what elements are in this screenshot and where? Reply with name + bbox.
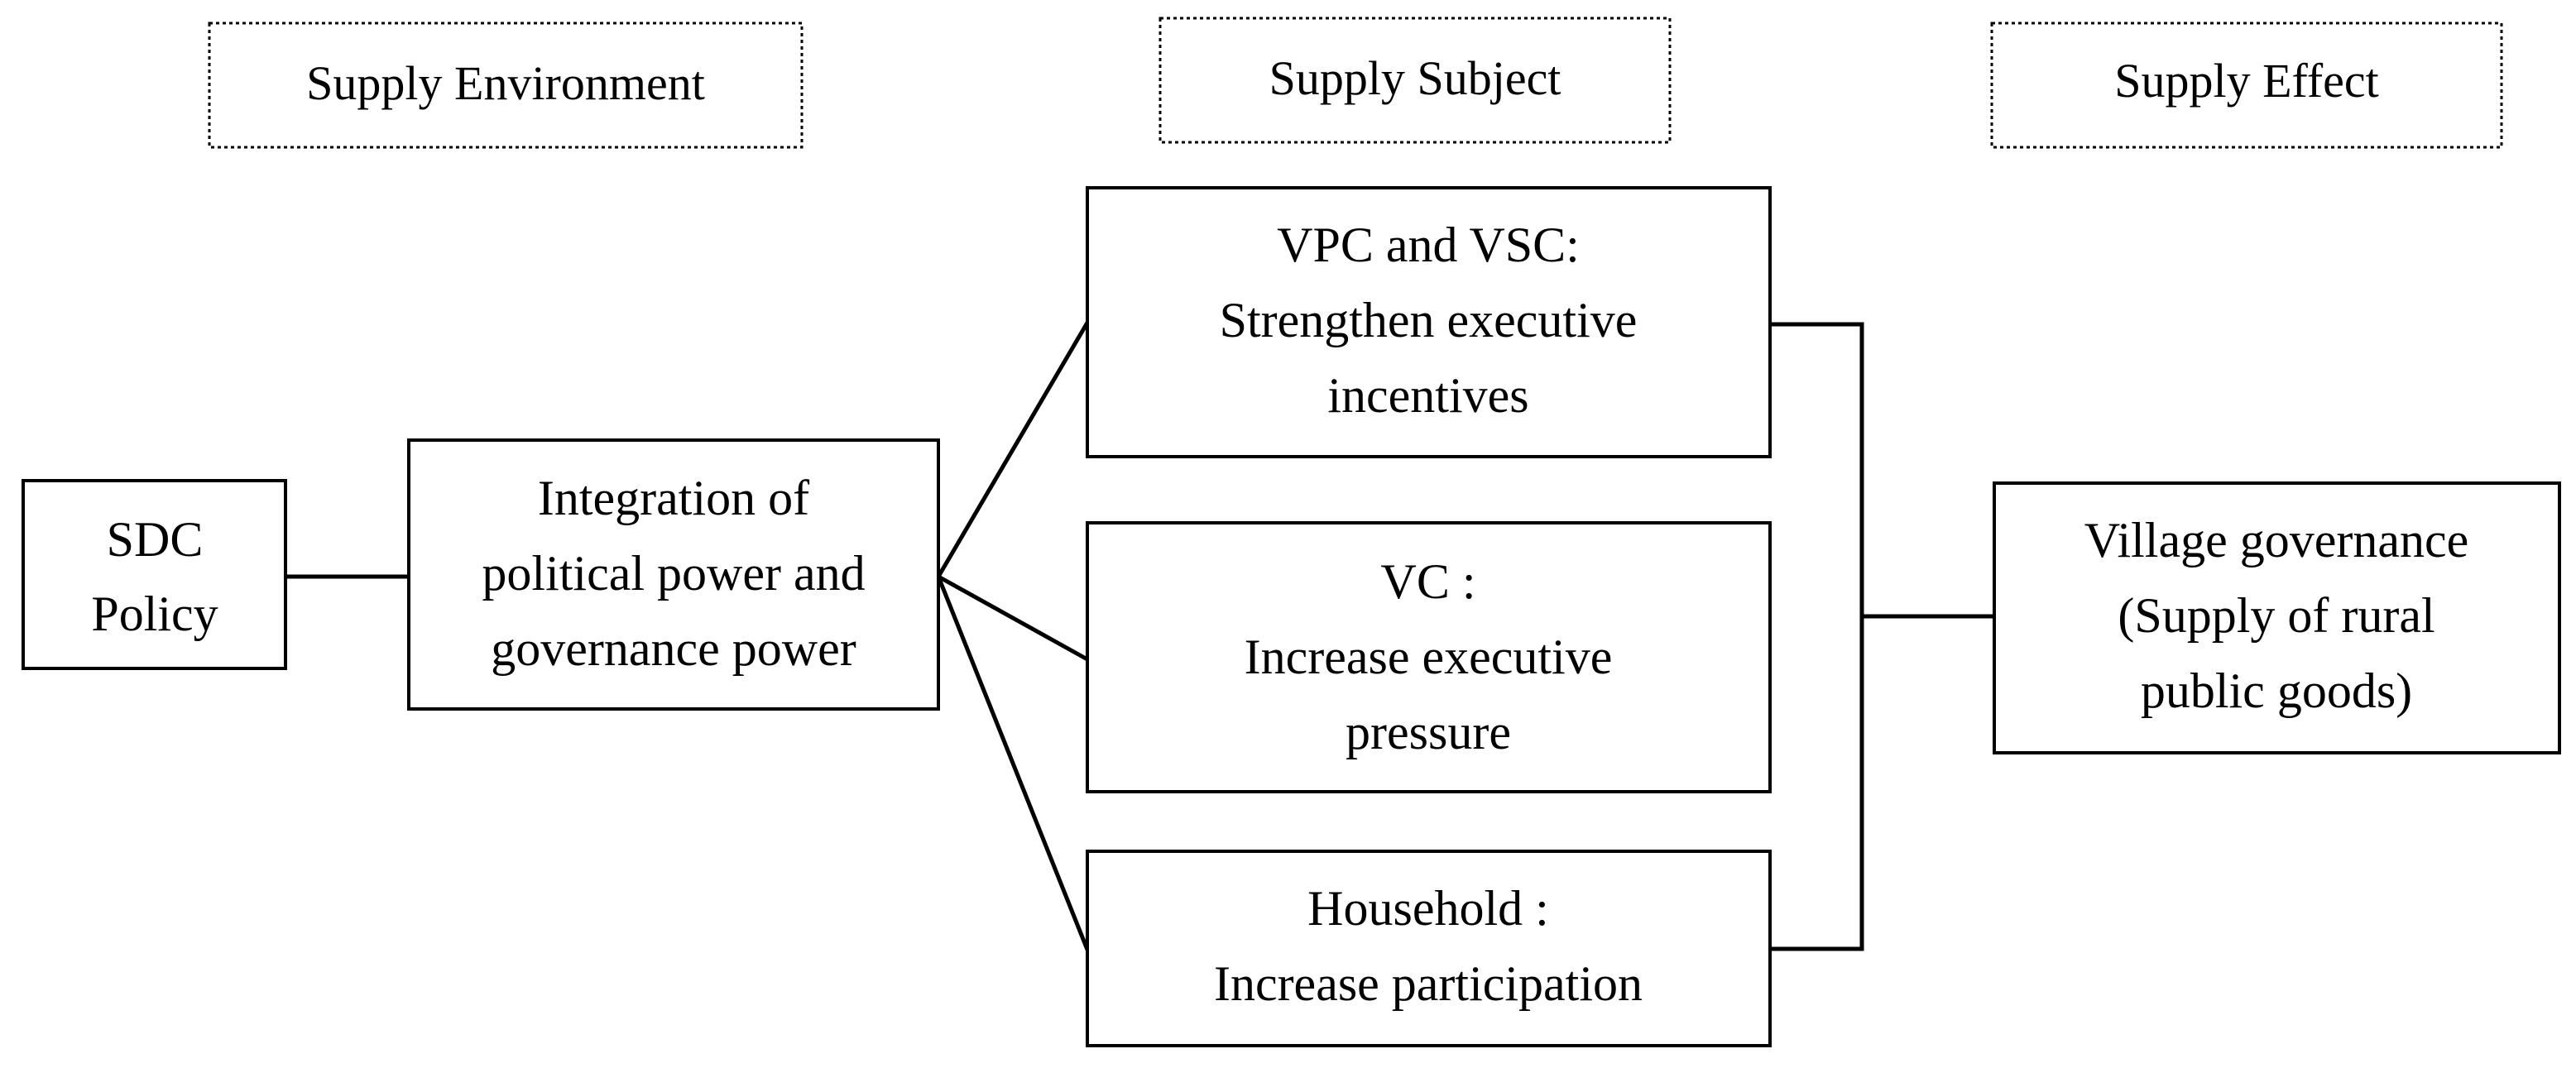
connector-integration-vc <box>937 574 1089 662</box>
header-label: Supply Subject <box>1269 51 1561 105</box>
header-supply-environment: Supply Environment <box>208 22 804 149</box>
box-sdc-policy: SDC Policy <box>22 479 287 670</box>
box-line: Integration of <box>538 471 809 525</box>
connectors <box>285 321 1994 951</box>
box-line: incentives <box>1327 368 1528 423</box>
header-supply-effect: Supply Effect <box>1990 22 2503 149</box>
box-line: Policy <box>91 587 218 641</box>
box-line: Household : <box>1307 881 1549 936</box>
box-line: Increase executive <box>1245 630 1613 684</box>
box-vpc-vsc: VPC and VSC: Strengthen executive incent… <box>1086 186 1772 458</box>
box-line: public goods) <box>2141 663 2412 718</box>
box-line: governance power <box>491 621 856 676</box>
box-line: Increase participation <box>1214 956 1643 1011</box>
header-label: Supply Effect <box>2114 54 2378 108</box>
box-line: pressure <box>1346 705 1511 759</box>
header-label: Supply Environment <box>306 56 705 110</box>
header-supply-subject: Supply Subject <box>1158 17 1672 144</box>
box-line: political power and <box>482 546 865 601</box>
box-line: SDC <box>107 512 204 567</box>
box-line: VPC and VSC: <box>1277 218 1580 272</box>
box-line: (Supply of rural <box>2118 588 2434 643</box>
box-line: Strengthen executive <box>1220 293 1638 347</box>
box-line: Village governance <box>2084 513 2469 568</box>
connector-household-bracket <box>1770 616 1864 951</box>
connector-integration-vpc <box>936 321 1090 578</box>
box-integration: Integration of political power and gover… <box>407 438 940 711</box>
box-village-governance: Village governance (Supply of rural publ… <box>1993 481 2561 754</box>
connector-vpc-bracket <box>1770 322 1864 616</box>
box-vc: VC : Increase executive pressure <box>1086 521 1772 793</box>
connector-integration-household <box>936 576 1090 951</box>
box-line: VC : <box>1380 554 1475 609</box>
box-household: Household : Increase participation <box>1086 850 1772 1047</box>
